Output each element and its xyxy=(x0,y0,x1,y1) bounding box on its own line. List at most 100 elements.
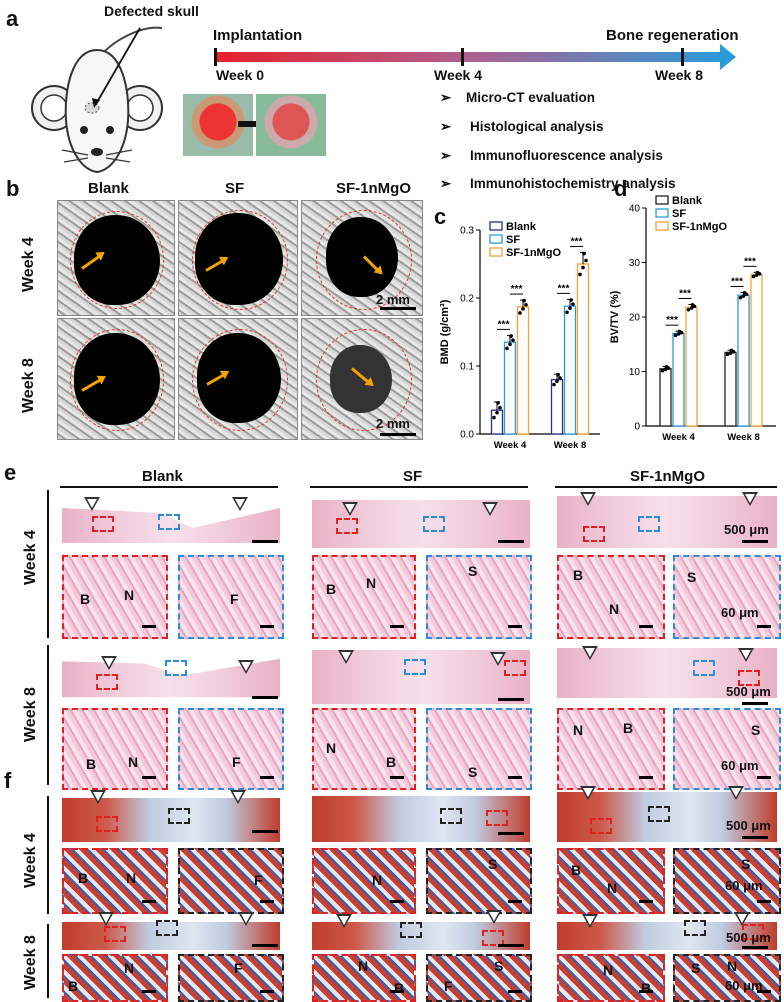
data-point xyxy=(556,372,560,377)
legend-label: SF-1nMgO xyxy=(672,221,727,233)
legend-swatch xyxy=(489,247,503,257)
mt-zoom: N xyxy=(312,848,416,914)
legend-swatch xyxy=(655,195,669,205)
y-tick-label: 0.0 xyxy=(460,430,474,441)
data-point xyxy=(686,307,691,312)
legend-label: SF xyxy=(672,208,686,220)
mt-zoom: B N xyxy=(62,954,168,1002)
bar xyxy=(750,273,763,427)
bar xyxy=(737,294,750,427)
he-col-blank: Blank xyxy=(142,468,183,485)
bar xyxy=(685,306,698,427)
sig-label: *** xyxy=(571,236,583,247)
data-point xyxy=(571,302,575,306)
he-zoom: B N xyxy=(557,555,665,639)
bar xyxy=(576,263,590,435)
ct-scale-week4: 2 mm xyxy=(376,292,410,307)
timeline-arrowhead xyxy=(720,44,736,70)
ct-col-blank: Blank xyxy=(88,180,129,197)
he-col-sf: SF xyxy=(403,468,423,485)
bar xyxy=(503,341,517,435)
y-axis-label: BV/TV (%) xyxy=(609,290,621,343)
he-zoom: N B xyxy=(557,708,665,790)
panel-a-letter: a xyxy=(6,6,19,31)
legend-label: SF-1nMgO xyxy=(506,247,561,259)
mt-zoom: N B xyxy=(557,954,665,1002)
mt-zoom: F xyxy=(178,954,284,1002)
bar xyxy=(516,306,530,435)
mt-scale-main: 500 μm xyxy=(726,818,771,833)
legend-swatch xyxy=(489,234,503,244)
bar xyxy=(724,351,737,427)
he-zoom: N B xyxy=(312,708,416,790)
he-zoom: B N xyxy=(312,555,416,639)
legend-label: Blank xyxy=(672,195,703,207)
sig-label: *** xyxy=(731,276,743,287)
he-zoom: S xyxy=(426,708,532,790)
panel-f-letter: f xyxy=(4,768,12,793)
he-row-week4: Week 4 xyxy=(22,530,39,585)
legend-swatch xyxy=(489,221,503,231)
he-zoom: S 60 μm xyxy=(673,555,781,639)
y-tick-label: 20 xyxy=(629,313,641,324)
y-tick-label: 0.1 xyxy=(460,362,474,373)
sig-label: *** xyxy=(558,283,570,294)
mouse-illustration xyxy=(31,26,163,174)
mt-zoom: S 60 μm xyxy=(673,848,781,914)
ct-image xyxy=(301,318,423,440)
week8-label: Week 8 xyxy=(655,67,703,83)
bar xyxy=(490,409,504,435)
mt-scale-main: 500 μm xyxy=(726,930,771,945)
mt-overview xyxy=(62,922,280,950)
data-point xyxy=(690,302,695,307)
he-scale-main: 500 μm xyxy=(724,522,769,537)
panel-b-letter: b xyxy=(6,176,20,201)
bar xyxy=(659,368,672,427)
data-point xyxy=(660,368,665,373)
mt-zoom: F S xyxy=(426,954,532,1002)
ct-image xyxy=(57,318,175,440)
mt-zoom: B N xyxy=(557,848,665,914)
analysis-item: Micro-CT evaluation xyxy=(466,90,596,105)
data-point xyxy=(751,274,756,279)
week4-label: Week 4 xyxy=(434,67,482,83)
data-point xyxy=(738,295,743,300)
he-zoom: F xyxy=(178,708,284,790)
data-point xyxy=(521,307,525,311)
legend-label: SF xyxy=(506,234,520,246)
data-point xyxy=(511,338,515,342)
mt-row-week8: Week 8 xyxy=(22,935,39,990)
data-point xyxy=(581,265,585,270)
he-zoom: B N xyxy=(62,708,168,790)
panel-c-letter: c xyxy=(434,204,447,229)
y-tick-label: 0 xyxy=(634,422,640,433)
sig-label: *** xyxy=(511,284,523,295)
mt-zoom: S N 60 μm xyxy=(673,954,781,1002)
data-point xyxy=(565,310,569,315)
he-zoom: F xyxy=(178,555,284,639)
bar xyxy=(563,305,577,435)
data-point xyxy=(689,306,694,310)
mt-zoom: F xyxy=(178,848,284,914)
legend-swatch xyxy=(655,221,669,231)
ct-col-sf1nmgo: SF-1nMgO xyxy=(336,180,411,197)
week0-label: Week 0 xyxy=(216,67,264,83)
sig-label: *** xyxy=(679,288,691,299)
ct-row-week4: Week 4 xyxy=(20,237,37,292)
data-point xyxy=(492,415,496,420)
data-point xyxy=(552,382,556,387)
data-point xyxy=(518,311,522,315)
data-point xyxy=(558,376,562,380)
surgery-photo-after xyxy=(256,94,326,156)
data-point xyxy=(524,303,528,307)
mt-overview xyxy=(312,796,530,842)
panel-d-letter: d xyxy=(614,176,628,201)
mouse-label: Defected skull xyxy=(104,3,199,19)
data-point xyxy=(568,306,572,310)
timeline-end-label: Bone regeneration xyxy=(606,27,739,44)
analysis-item: Immunofluorescence analysis xyxy=(470,148,663,163)
data-point xyxy=(509,334,513,338)
mt-row-week4: Week 4 xyxy=(22,833,39,888)
analysis-item: Histological analysis xyxy=(470,119,604,134)
data-point xyxy=(522,298,526,303)
